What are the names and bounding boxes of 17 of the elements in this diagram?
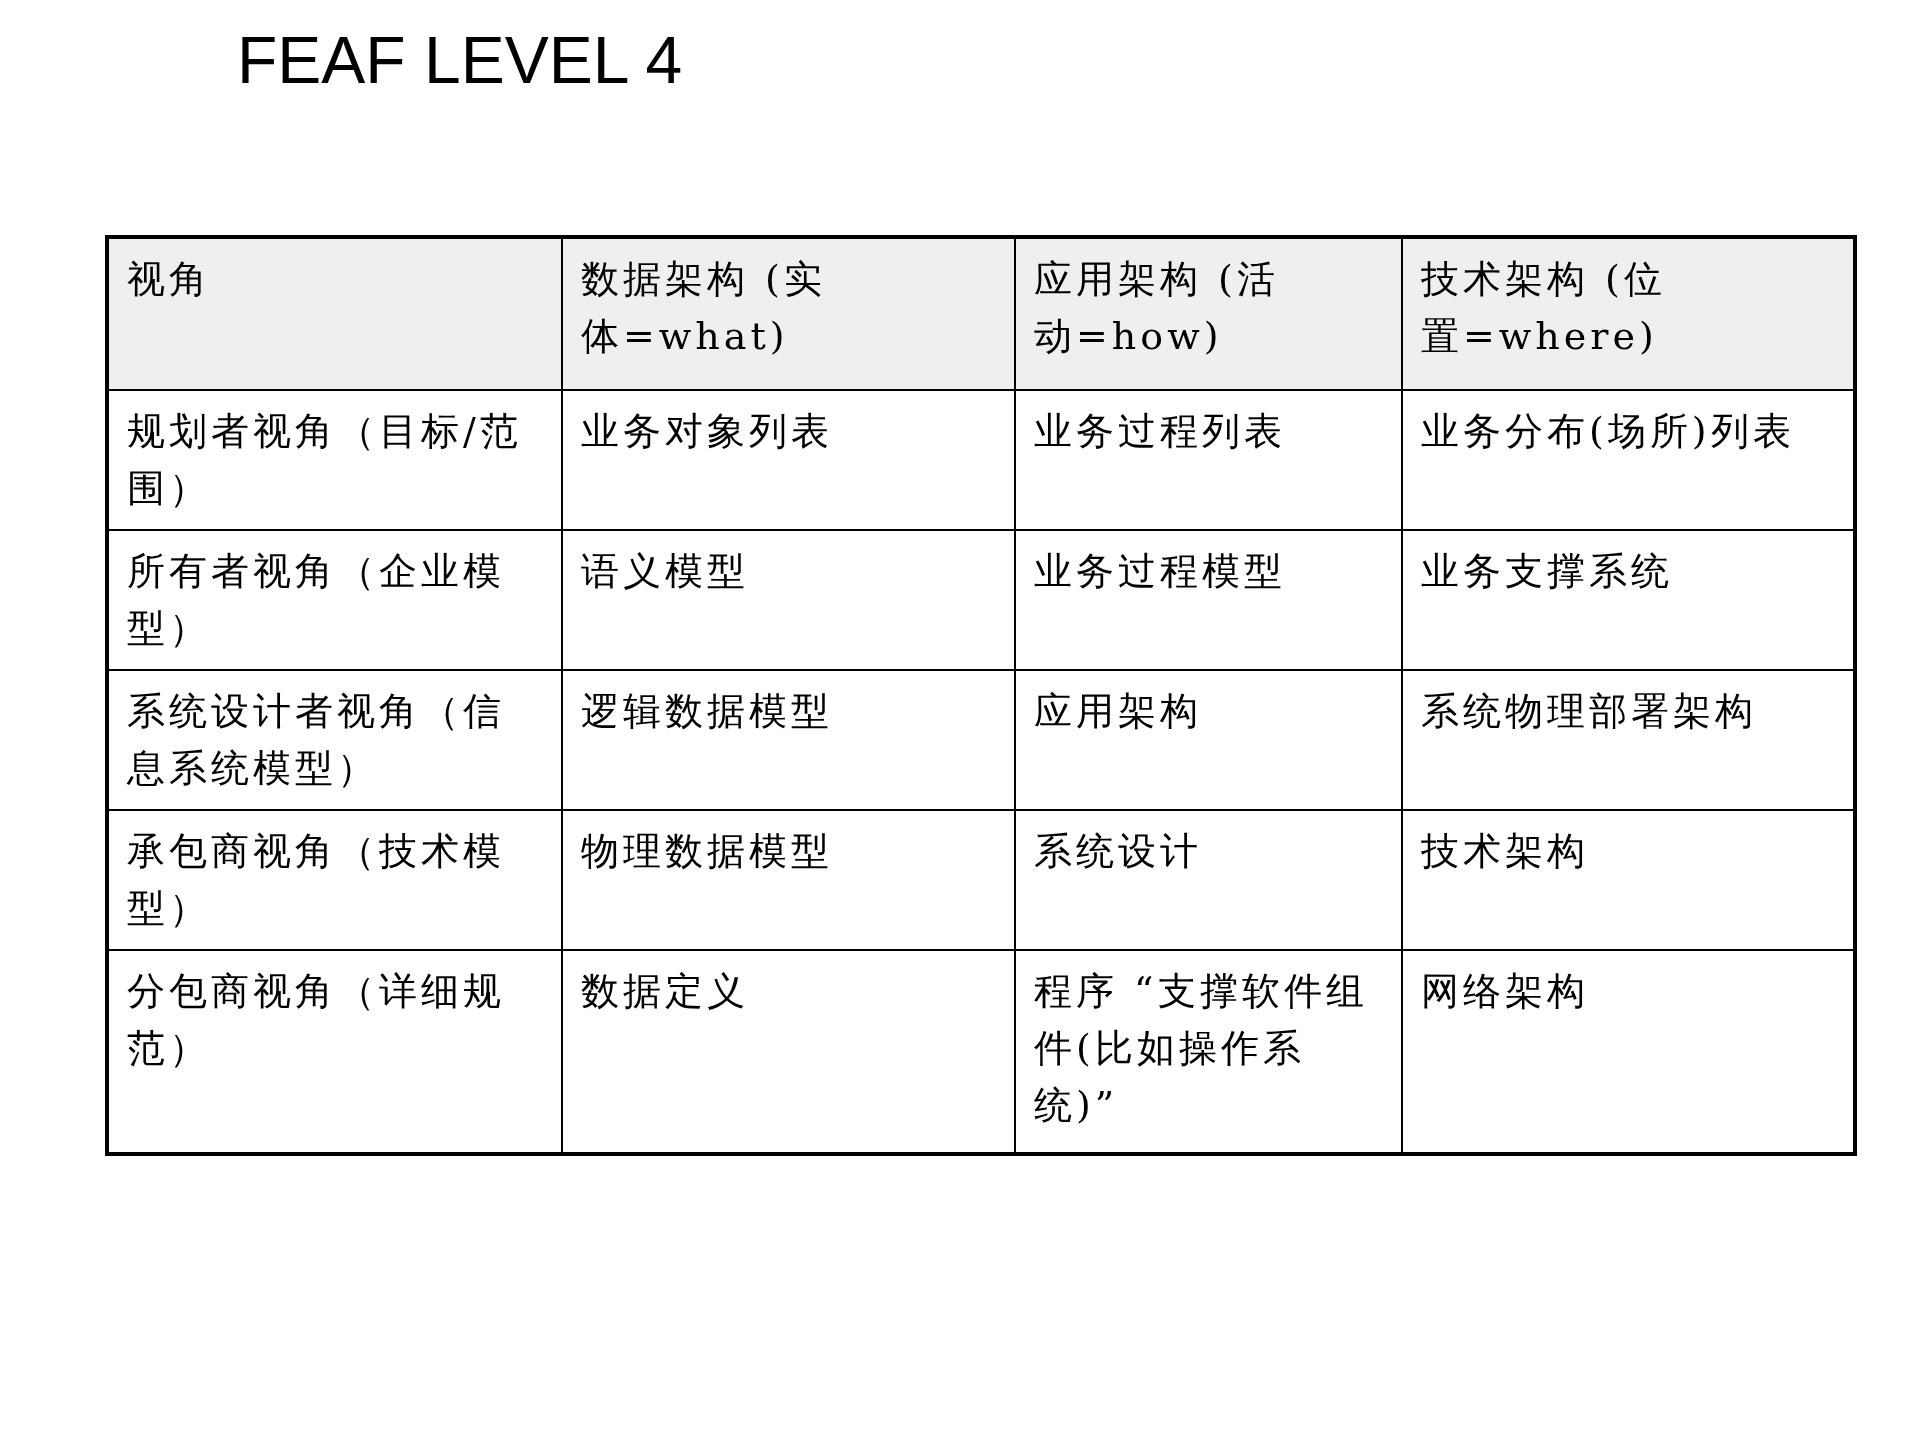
title: FEAF LEVEL 4 [237,22,683,98]
table-cell: 系统设计 [1015,810,1402,950]
header-cell: 应用架构 (活动=how) [1015,237,1402,390]
header-cell: 数据架构 (实体=what) [562,237,1015,390]
table-cell: 业务对象列表 [562,390,1015,530]
table-cell: 应用架构 [1015,670,1402,810]
table-cell: 系统设计者视角（信息系统模型） [107,670,562,810]
table-cell: 承包商视角（技术模型） [107,810,562,950]
table-cell: 业务过程列表 [1015,390,1402,530]
table-cell: 规划者视角（目标/范围） [107,390,562,530]
table-cell: 逻辑数据模型 [562,670,1015,810]
table-cell: 物理数据模型 [562,810,1015,950]
table-cell: 业务过程模型 [1015,530,1402,670]
table-cell: 语义模型 [562,530,1015,670]
header-cell: 技术架构 (位置=where) [1402,237,1855,390]
header-cell: 视角 [107,237,562,390]
table-cell: 所有者视角（企业模型） [107,530,562,670]
